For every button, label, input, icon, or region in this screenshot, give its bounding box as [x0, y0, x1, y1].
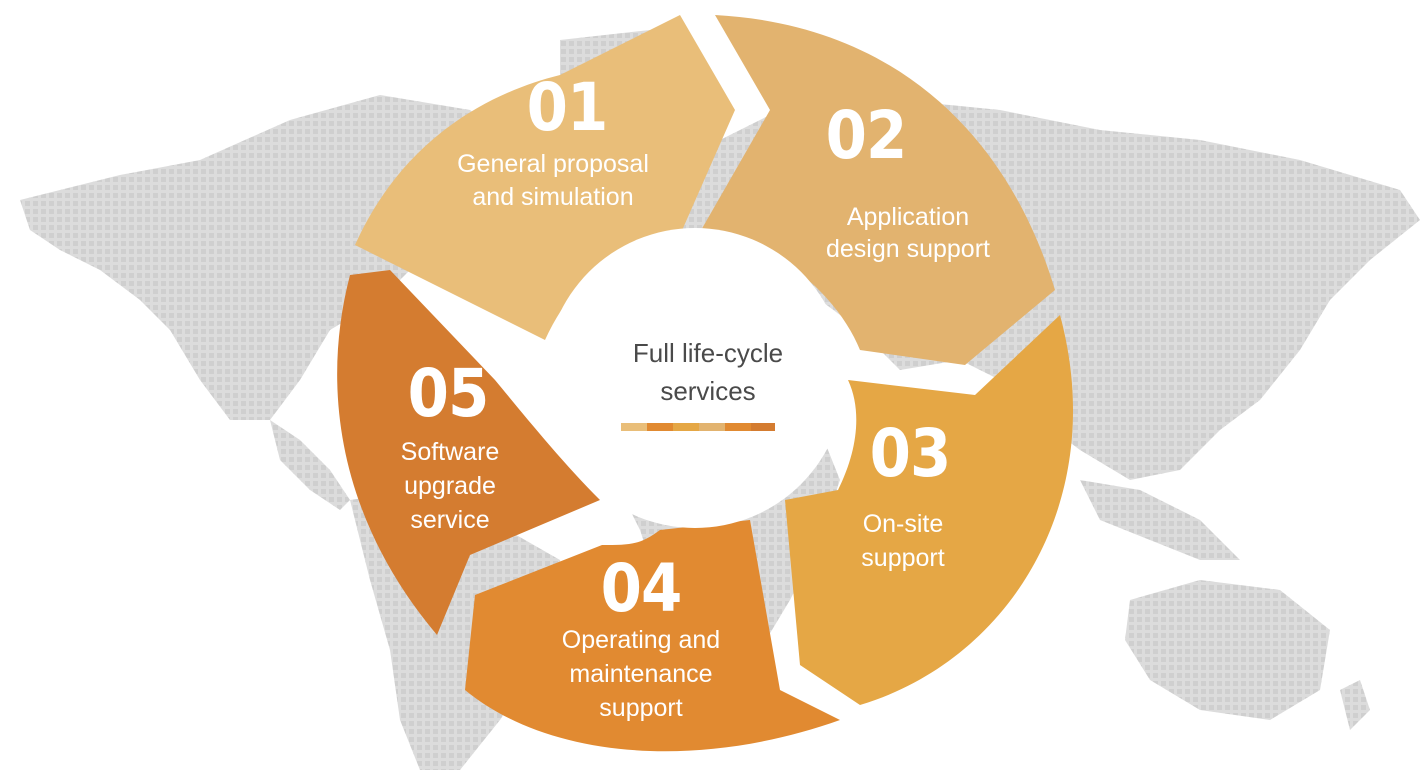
segment-04-label-line2: maintenance	[569, 660, 712, 688]
center-circle	[545, 228, 845, 528]
segment-04-number: 04	[601, 550, 682, 627]
segment-03	[785, 315, 1074, 705]
center-title-line2: services	[660, 376, 755, 406]
segment-01-number: 01	[527, 69, 608, 146]
center-color-bar	[621, 423, 775, 431]
segment-04-label-line3: support	[599, 694, 682, 722]
segment-03-number: 03	[870, 415, 951, 492]
segment-03-label-line2: support	[861, 544, 944, 572]
segment-05-label-line3: service	[410, 506, 489, 534]
segment-01-label-line1: General proposal	[457, 150, 649, 178]
segment-04	[465, 520, 840, 752]
segment-01-label-line2: and simulation	[472, 183, 633, 211]
segment-04-label-line1: Operating and	[562, 626, 720, 654]
segment-03-label-line1: On-site	[863, 510, 944, 538]
segment-02-number: 02	[826, 97, 907, 174]
segment-05-label-line1: Software	[401, 438, 500, 466]
center-title-line1: Full life-cycle	[633, 338, 783, 368]
segment-02	[700, 15, 1055, 365]
segment-05-label-line2: upgrade	[404, 472, 496, 500]
segment-02-label-line2: design support	[826, 235, 990, 263]
segment-02-label-line1: Application	[847, 203, 969, 231]
segment-05	[337, 270, 600, 635]
segment-05-number: 05	[408, 355, 489, 432]
segment-01	[355, 15, 735, 340]
